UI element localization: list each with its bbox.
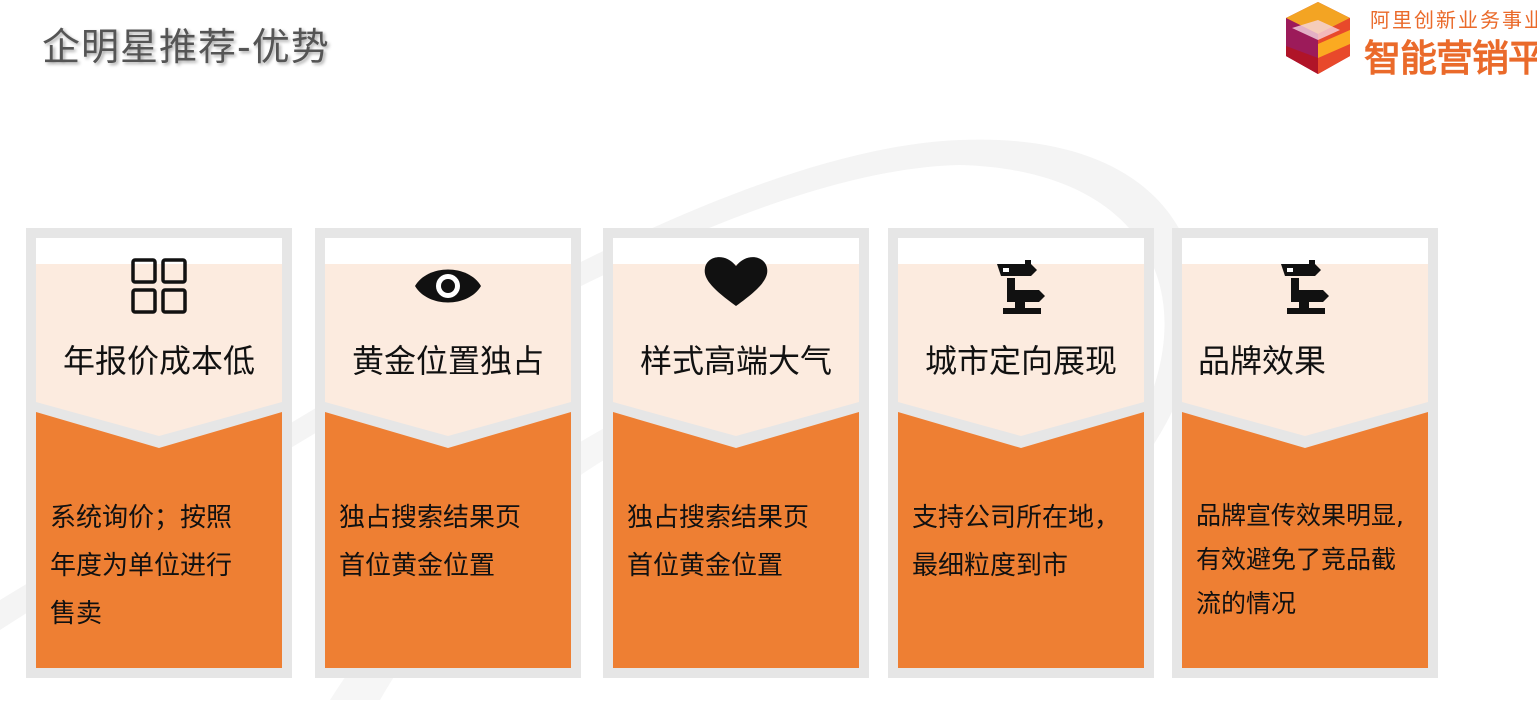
card-title: 品牌效果 [1198,342,1327,380]
card-body: 独占搜索结果页首位黄金位置 [339,494,569,590]
eye-icon [415,256,481,316]
feature-card: 年报价成本低 系统询价；按照年度为单位进行售卖 [26,228,292,678]
feature-card: 黄金位置独占 独占搜索结果页首位黄金位置 [315,228,581,678]
feature-card: 样式高端大气 独占搜索结果页首位黄金位置 [603,228,869,678]
card-title: 样式高端大气 [639,342,832,380]
card-title: 年报价成本低 [62,342,255,380]
logo-cube-icon [1286,2,1350,74]
card-body-line: 独占搜索结果页 [627,503,810,533]
card-body-line: 有效避免了竞品截 [1196,545,1397,574]
card-body: 支持公司所在地， 最细粒度到市 [912,494,1142,590]
feature-card: 品牌效果 品牌宣传效果明显, 有效避免了竞品截流的情况 [1172,228,1438,678]
card-body-line: 首位黄金位置 [339,551,496,581]
card-title: 黄金位置独占 [351,342,544,380]
card-body-line: 最细粒度到市 [912,551,1069,581]
feature-card: 城市定向展现 支持公司所在地， 最细粒度到市 [888,228,1154,678]
logo-subtitle: 阿里创新业务事业群 [1370,8,1537,32]
card-body-line: 支持公司所在地， [912,503,1121,533]
card-body-line: 年度为单位进行 [50,551,233,581]
signpost-icon [1275,256,1335,316]
card-title: 城市定向展现 [924,342,1117,380]
grid-icon [129,256,189,316]
card-body-line: 系统询价；按照 [50,503,233,533]
card-body-line: 流的情况 [1196,589,1297,618]
card-body-line: 独占搜索结果页 [339,503,522,533]
card-background [603,228,869,678]
card-body: 独占搜索结果页首位黄金位置 [627,494,857,590]
signpost-icon [991,256,1051,316]
card-body: 系统询价；按照年度为单位进行售卖 [50,494,280,638]
page-title: 企明星推荐-优势 [42,25,330,69]
logo: 阿里创新业务事业群 智能营销平台 [1278,0,1537,80]
card-body: 品牌宣传效果明显, 有效避免了竞品截流的情况 [1196,494,1426,626]
logo-name: 智能营销平台 [1364,37,1537,80]
card-background [26,228,292,678]
heart-icon [704,256,768,316]
card-body-line: 售卖 [50,599,103,629]
card-background [315,228,581,678]
card-body-line: 首位黄金位置 [627,551,784,581]
card-body-line: 品牌宣传效果明显, [1196,501,1404,530]
